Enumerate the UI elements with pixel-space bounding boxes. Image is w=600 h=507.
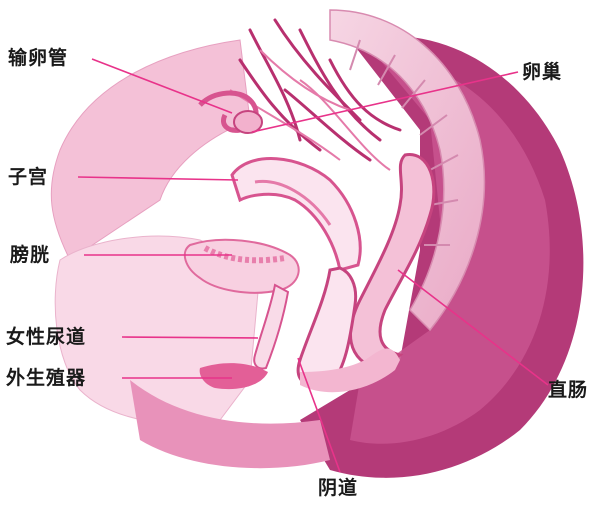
abdominal-wall xyxy=(51,40,250,260)
urethra-shape xyxy=(254,285,288,368)
label-ovary: 卵巢 xyxy=(522,61,562,83)
leader-urethra xyxy=(122,337,258,338)
label-uterus: 子宫 xyxy=(8,166,48,188)
ovary-shape xyxy=(234,111,262,133)
label-bladder: 膀胱 xyxy=(10,244,50,266)
label-rectum: 直肠 xyxy=(548,379,588,401)
label-external-genitalia: 外生殖器 xyxy=(6,367,86,389)
label-fallopian-tube: 输卵管 xyxy=(8,47,68,69)
label-vagina: 阴道 xyxy=(318,477,358,499)
label-urethra: 女性尿道 xyxy=(6,326,86,348)
